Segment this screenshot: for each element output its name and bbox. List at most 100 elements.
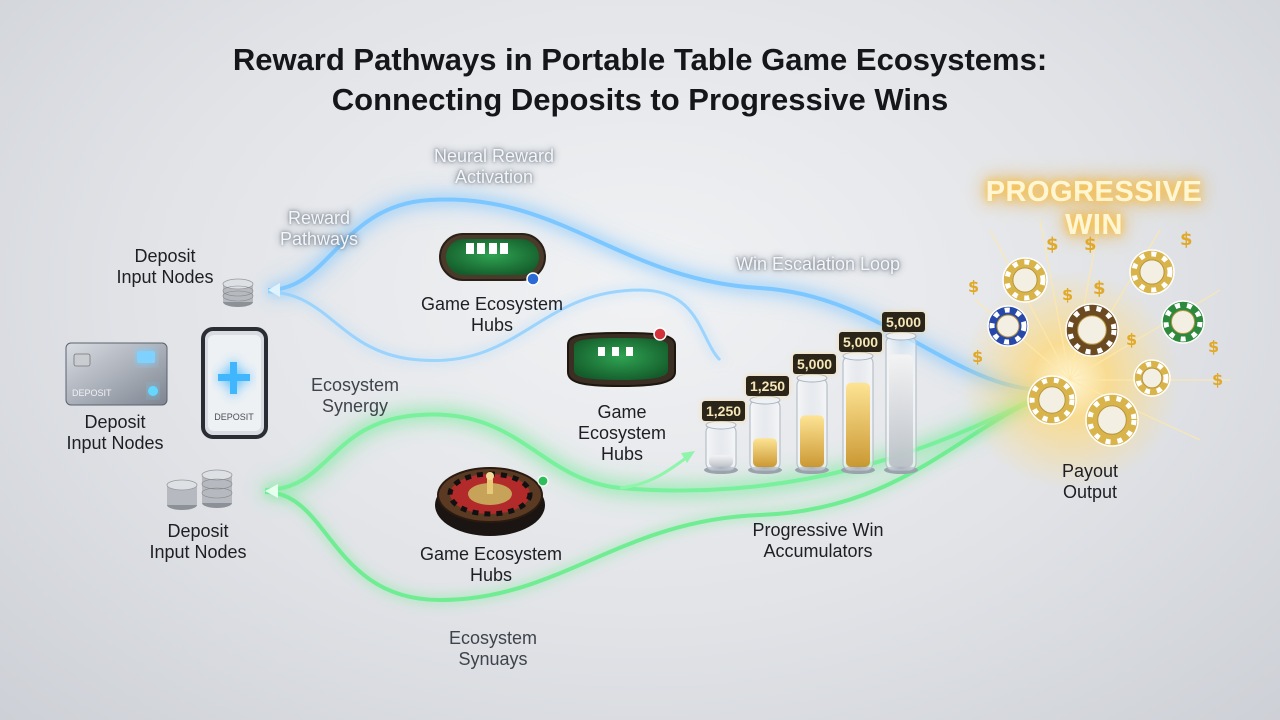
label-line: Input Nodes [149,542,247,562]
label-accumulators: Progressive Win Accumulators [738,520,898,562]
label-payout: Payout Output [1040,461,1140,503]
label-hub-bottom: Game Ecosystem Hubs [411,544,571,586]
casino-chip-icon [1027,375,1077,425]
label-ecosystem-synuays: Ecosystem Synuays [428,628,558,670]
label-line: Reward [287,208,351,228]
label-line: Synuays [458,649,528,669]
label-line: Input Nodes [116,267,214,287]
accumulator-tube [795,373,829,474]
deposit-phone: DEPOSIT [201,327,268,439]
label-line: Neural Reward [433,146,555,166]
label-line: Ecosystem [448,628,538,648]
tube-cap [796,373,828,383]
casino-chip-icon [1002,257,1048,303]
dollar-signs: $ $ $ $ $ $ $ $ $ $ [968,229,1223,389]
label-line: Pathways [279,229,359,249]
label-hub-middle: Game Ecosystem Hubs [562,402,682,465]
casino-chips [987,249,1205,447]
title-line-1: Reward Pathways in Portable Table Game E… [232,42,1048,77]
label-line: Synergy [321,396,389,416]
dollar-icon: $ [968,277,979,296]
accumulator-value-badge: 5,000 [839,332,883,352]
dollar-icon: $ [1126,330,1137,349]
coin-stack-bottom [166,469,233,510]
label-line: Game Ecosystem [419,544,563,564]
blackjack-table-icon [567,327,676,388]
tube-fill-level [889,354,913,467]
tube-cap [705,420,737,430]
dollar-icon: $ [1046,234,1059,255]
accumulator-value-badge: 5,000 [882,312,926,332]
label-line: Input Nodes [66,433,164,453]
tube-cap [842,351,874,361]
label-deposit-top: Deposit Input Nodes [100,246,230,288]
plus-icon [218,362,250,394]
dollar-icon: $ [1062,285,1073,304]
accumulator-value-badge: 1,250 [746,376,790,396]
label-line: Hubs [470,315,514,335]
casino-chip-icon [1129,249,1175,295]
accumulator-tubes [704,331,918,474]
title-line-2: Connecting Deposits to Progressive Wins [331,82,949,117]
tube-fill-level [709,455,733,467]
casino-chip-icon [1161,300,1205,344]
tube-cap [749,395,781,405]
deposit-card: DEPOSIT [65,342,168,406]
casino-chip-icon [987,305,1029,347]
label-line: Deposit [134,246,196,266]
label-line: Hubs [469,565,513,585]
tube-fill-level [753,438,777,467]
green-to-accumulator-arrow [619,453,691,490]
dollar-icon: $ [1084,234,1097,255]
green-path-lower [264,396,1041,603]
casino-chip-icon [1085,393,1139,447]
blue-path-lower [267,288,722,363]
label-line: Hubs [600,444,644,464]
label-line: Deposit [167,521,229,541]
blue-arrow-head [268,283,280,297]
label-deposit-bottom: Deposit Input Nodes [133,521,263,563]
green-arrow-head [265,484,278,498]
accumulator-value-badge: 1,250 [702,401,746,421]
green-arrow-tip [681,451,695,463]
label-neural-reward: Neural Reward Activation [404,146,584,188]
phone-deposit-text: DEPOSIT [214,412,254,422]
label-line: Accumulators [763,541,873,561]
label-line: Output [1062,482,1118,502]
label-ecosystem-synergy: Ecosystem Synergy [300,375,410,417]
progressive-win-title: PROGRESSIVE WIN [985,176,1203,241]
label-line: Ecosystem [310,375,400,395]
label-line: Game [597,402,647,422]
tube-fill-level [800,415,824,467]
label-hub-top: Game Ecosystem Hubs [412,294,572,336]
label-reward-pathways: Reward Pathways [254,208,384,250]
casino-chip-icon [1065,303,1119,357]
accumulator-tube [748,395,782,474]
label-win-escalation: Win Escalation Loop [718,254,918,275]
coin-stack-top [222,278,254,307]
tube-cap [885,331,917,341]
tube-fill-level [846,382,870,467]
label-line: Ecosystem [577,423,667,443]
page-title: Reward Pathways in Portable Table Game E… [0,40,1280,120]
label-line: Deposit [84,412,146,432]
poker-table-icon [439,233,546,286]
label-deposit-mid: Deposit Input Nodes [50,412,180,454]
casino-chip-icon [1133,359,1171,397]
accumulator-tube [841,351,875,474]
accumulator-tube [884,331,918,474]
roulette-wheel-icon [435,467,549,536]
dollar-icon: $ [1093,278,1106,299]
dollar-icon: $ [972,347,983,366]
dollar-icon: $ [1212,370,1223,389]
dollar-icon: $ [1208,337,1219,356]
accumulator-value-badge: 5,000 [793,354,837,374]
accumulator-tube [704,420,738,474]
label-line: Win Escalation Loop [735,254,901,274]
label-line: Game Ecosystem [420,294,564,314]
label-line: Progressive Win [752,520,884,540]
label-line: Payout [1061,461,1119,481]
card-deposit-text: DEPOSIT [72,388,112,398]
dollar-icon: $ [1180,229,1193,250]
